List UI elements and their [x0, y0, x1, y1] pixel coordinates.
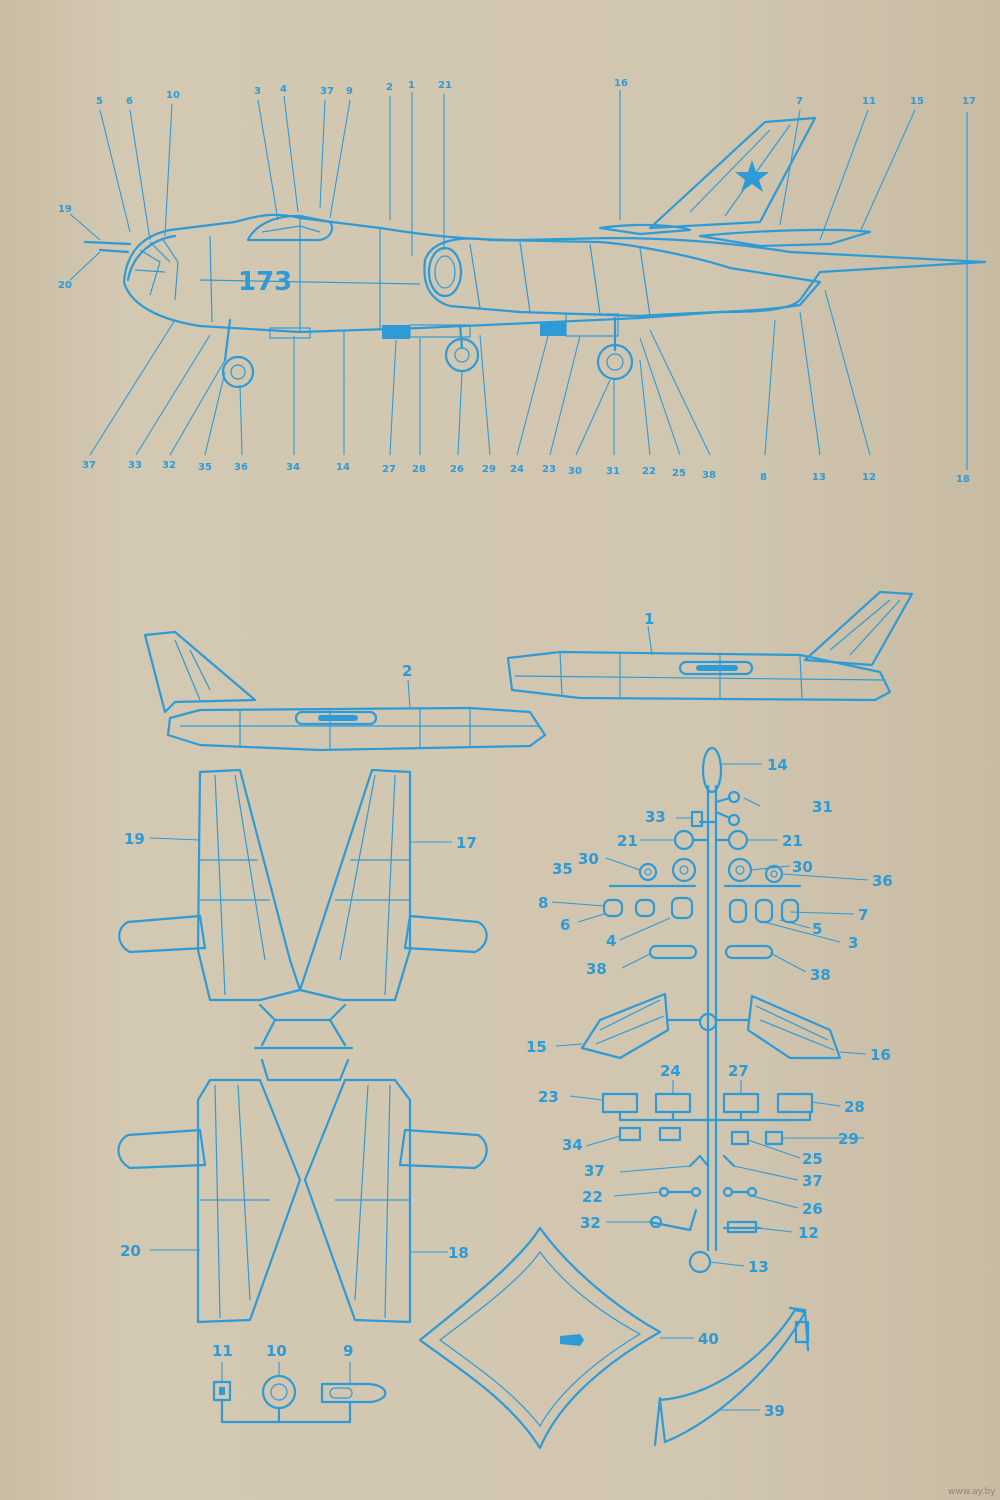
- label-12: 12: [862, 472, 876, 483]
- label-16: 16: [614, 78, 628, 89]
- label-wing-19: 19: [124, 830, 145, 848]
- label-sprue-26: 26: [802, 1200, 823, 1218]
- label-6: 6: [126, 96, 133, 107]
- label-sprue-8: 8: [538, 894, 548, 912]
- label-23: 23: [542, 464, 556, 475]
- label-2: 2: [386, 82, 393, 93]
- label-sprue-37b: 37: [802, 1172, 823, 1190]
- label-sprue-38a: 38: [586, 960, 607, 978]
- label-11: 11: [862, 96, 876, 107]
- label-19: 19: [58, 204, 72, 215]
- label-37: 37: [320, 86, 334, 97]
- label-31: 31: [606, 466, 620, 477]
- label-1: 1: [408, 80, 415, 91]
- label-17: 17: [962, 96, 976, 107]
- label-29: 29: [482, 464, 496, 475]
- fuselage-half-2: 2: [143, 630, 547, 752]
- watermark: www.ay.by: [948, 1487, 996, 1497]
- label-sprue-12: 12: [798, 1224, 819, 1242]
- label-sprue-23: 23: [538, 1088, 559, 1106]
- label-4: 4: [280, 84, 287, 95]
- parts-sprue-tree: 14 33 31 21 21 35 30 30 36 8 7 6 5 4 3 3…: [526, 746, 893, 1276]
- label-18: 18: [956, 474, 970, 485]
- label-sprue-4: 4: [606, 932, 616, 950]
- label-25: 25: [672, 468, 686, 479]
- label-sprue-30b: 30: [792, 858, 813, 876]
- label-35: 35: [198, 462, 212, 473]
- label-sprue-24: 24: [660, 1062, 681, 1080]
- label-10: 10: [166, 90, 180, 101]
- label-20: 20: [58, 280, 72, 291]
- label-part-10: 10: [266, 1342, 287, 1360]
- label-sprue-22: 22: [582, 1188, 603, 1206]
- label-5: 5: [96, 96, 103, 107]
- label-fuselage-2: 2: [402, 662, 412, 680]
- label-9: 9: [346, 86, 353, 97]
- label-22: 22: [642, 466, 656, 477]
- label-8: 8: [760, 472, 767, 483]
- label-part-9: 9: [343, 1342, 353, 1360]
- aircraft-number: 173: [238, 267, 292, 297]
- label-sprue-25: 25: [802, 1150, 823, 1168]
- label-sprue-37a: 37: [584, 1162, 605, 1180]
- stand-base: 40: [418, 1226, 719, 1450]
- label-wing-20: 20: [120, 1242, 141, 1260]
- label-fuselage-1: 1: [644, 610, 654, 628]
- label-7: 7: [796, 96, 803, 107]
- label-sprue-27: 27: [728, 1062, 749, 1080]
- label-sprue-36: 36: [872, 872, 893, 890]
- side-view-aircraft: 173: [83, 112, 987, 470]
- label-3: 3: [254, 86, 261, 97]
- label-wing-17: 17: [456, 834, 477, 852]
- label-sprue-32: 32: [580, 1214, 601, 1232]
- label-28: 28: [412, 464, 426, 475]
- label-sprue-34: 34: [562, 1136, 583, 1154]
- label-sprue-35: 35: [552, 860, 573, 878]
- label-36: 36: [234, 462, 248, 473]
- label-part-11: 11: [212, 1342, 233, 1360]
- label-stand-40: 40: [698, 1330, 719, 1348]
- label-sprue-7: 7: [858, 906, 868, 924]
- side-view-labels: 5 6 10 3 4 37 9 2 1 21 16 7 11 15 17 19 …: [58, 78, 976, 485]
- label-sprue-3: 3: [848, 934, 858, 952]
- label-37b: 37: [82, 460, 96, 471]
- label-13: 13: [812, 472, 826, 483]
- label-14: 14: [336, 462, 350, 473]
- label-sprue-15: 15: [526, 1038, 547, 1056]
- label-sprue-21b: 21: [782, 832, 803, 850]
- stand-arm: 39: [653, 1306, 810, 1447]
- label-21: 21: [438, 80, 452, 91]
- label-24: 24: [510, 464, 524, 475]
- fuselage-half-1: 1: [506, 590, 914, 702]
- label-sprue-28: 28: [844, 1098, 865, 1116]
- label-sprue-33: 33: [645, 808, 666, 826]
- label-sprue-31: 31: [812, 798, 833, 816]
- label-30: 30: [568, 466, 582, 477]
- label-sprue-30a: 30: [578, 850, 599, 868]
- leader-lines: [69, 90, 916, 456]
- label-sprue-14: 14: [767, 756, 788, 774]
- label-33: 33: [128, 460, 142, 471]
- label-sprue-13: 13: [748, 1258, 769, 1276]
- label-sprue-29: 29: [838, 1130, 859, 1148]
- label-sprue-16: 16: [870, 1046, 891, 1064]
- label-27: 27: [382, 464, 396, 475]
- label-15: 15: [910, 96, 924, 107]
- label-wing-18: 18: [448, 1244, 469, 1262]
- wing-parts: 19 17 20 18: [117, 768, 488, 1324]
- label-32: 32: [162, 460, 176, 471]
- label-sprue-38b: 38: [810, 966, 831, 984]
- small-parts-sprue: 11 10 9: [212, 1342, 387, 1424]
- label-sprue-5: 5: [812, 920, 822, 938]
- label-34: 34: [286, 462, 300, 473]
- label-stand-39: 39: [764, 1402, 785, 1420]
- label-26: 26: [450, 464, 464, 475]
- label-38: 38: [702, 470, 716, 481]
- label-sprue-21a: 21: [617, 832, 638, 850]
- label-sprue-6: 6: [560, 916, 570, 934]
